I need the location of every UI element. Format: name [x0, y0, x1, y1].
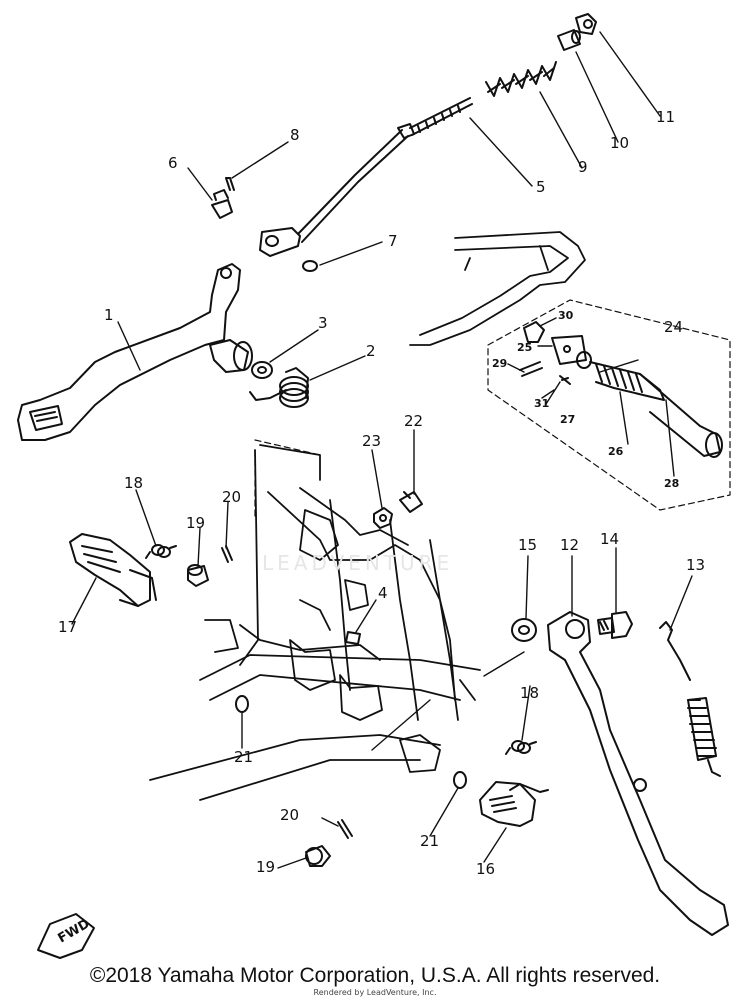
callout-5: 5: [536, 178, 546, 196]
callout-21-right: 21: [420, 832, 440, 850]
callout-10: 10: [610, 134, 630, 152]
callout-27: 27: [560, 413, 576, 426]
callout-29: 29: [492, 357, 508, 370]
watermark: LEADVENTURE: [262, 551, 454, 575]
brake-pedal: [17, 263, 253, 441]
clevis-pin: [211, 189, 233, 219]
pillion-footrest: [519, 321, 723, 458]
callout-18-right: 18: [520, 684, 540, 702]
guide-lines: [254, 299, 731, 521]
nut-23: [373, 507, 393, 529]
rendered-by-notice: Rendered by LeadVenture, Inc.: [313, 988, 437, 997]
leader-lines: [71, 31, 693, 869]
callout-3: 3: [318, 314, 328, 332]
cotter-pin-8: [225, 177, 235, 191]
callout-23: 23: [362, 432, 382, 450]
callout-24: 24: [664, 318, 684, 336]
cotter-pin-20-right: [337, 819, 353, 839]
fwd-arrow: [37, 913, 95, 959]
stand-spring-13: [659, 621, 721, 777]
callout-19-right: 19: [256, 858, 276, 876]
clip-4: [345, 631, 361, 645]
washer-3: [251, 361, 273, 379]
callout-18-left: 18: [124, 474, 144, 492]
callout-17: 17: [58, 618, 78, 636]
callout-7: 7: [388, 232, 398, 250]
callout-31: 31: [534, 397, 550, 410]
callout-26: 26: [608, 445, 624, 458]
callout-20-right: 20: [280, 806, 300, 824]
footrest-right: [479, 781, 549, 827]
copyright-notice: ©2018 Yamaha Motor Corporation, U.S.A. A…: [89, 964, 661, 987]
frame: [149, 231, 586, 801]
callout-9: 9: [578, 158, 588, 176]
callout-11: 11: [656, 108, 676, 126]
cotter-pin-20-left: [221, 545, 233, 563]
collar-15: [511, 618, 537, 642]
callout-15: 15: [518, 536, 538, 554]
callout-14: 14: [600, 530, 620, 548]
footrest-pin-right: [305, 845, 331, 867]
pivot-bolt-14: [597, 611, 633, 639]
callout-1: 1: [104, 306, 114, 324]
footrest-pin-left: [187, 564, 209, 587]
callout-2: 2: [366, 342, 376, 360]
washer-21-right: [453, 771, 467, 789]
callout-20-left: 20: [222, 488, 242, 506]
footrest-spring-left: [145, 544, 177, 559]
callout-16: 16: [476, 860, 496, 878]
callout-21-left: 21: [234, 748, 254, 766]
footrest-spring-right: [505, 740, 537, 755]
callout-4: 4: [378, 584, 388, 602]
brake-rod: [259, 97, 473, 257]
callout-19-left: 19: [186, 514, 206, 532]
footrest-left: [69, 533, 157, 607]
callout-12: 12: [560, 536, 580, 554]
washer-21-left: [235, 695, 249, 713]
rod-joint: [575, 13, 597, 35]
bolt-22: [399, 491, 423, 513]
callout-22: 22: [404, 412, 424, 430]
callout-28: 28: [664, 477, 680, 490]
callout-13: 13: [686, 556, 706, 574]
rod-spring: [485, 61, 557, 97]
callout-30: 30: [558, 309, 574, 322]
side-stand: [547, 611, 729, 936]
washer-3-hole: [257, 366, 267, 374]
pedal-return-spring: [249, 367, 309, 408]
callout-25: 25: [517, 341, 533, 354]
callout-6: 6: [168, 154, 178, 172]
washer-7: [302, 260, 318, 272]
adjust-nut: [557, 29, 581, 51]
callout-8: 8: [290, 126, 300, 144]
